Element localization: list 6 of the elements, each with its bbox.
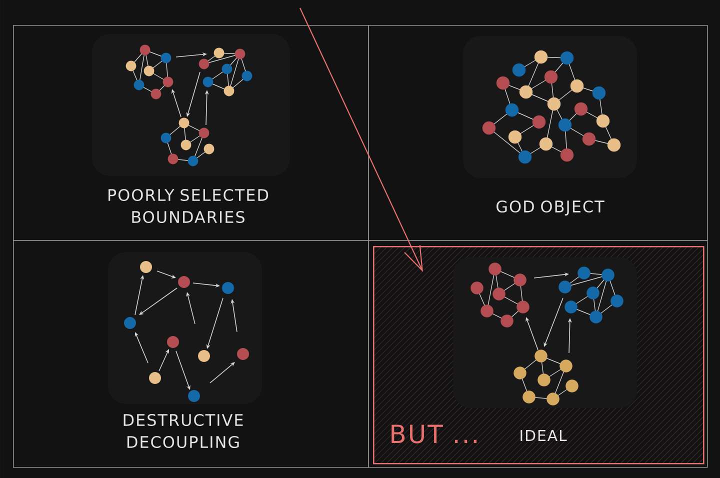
emphasis-text: BUT ...	[392, 424, 476, 444]
arrow	[300, 8, 423, 272]
panel-caption: GOD OBJECT	[496, 200, 604, 216]
panel-caption: POORLY SELECTED BOUNDARIES	[108, 188, 268, 224]
panel-caption: DESTRUCTIVE DECOUPLING	[124, 414, 243, 448]
panel-caption: IDEAL	[520, 430, 567, 441]
